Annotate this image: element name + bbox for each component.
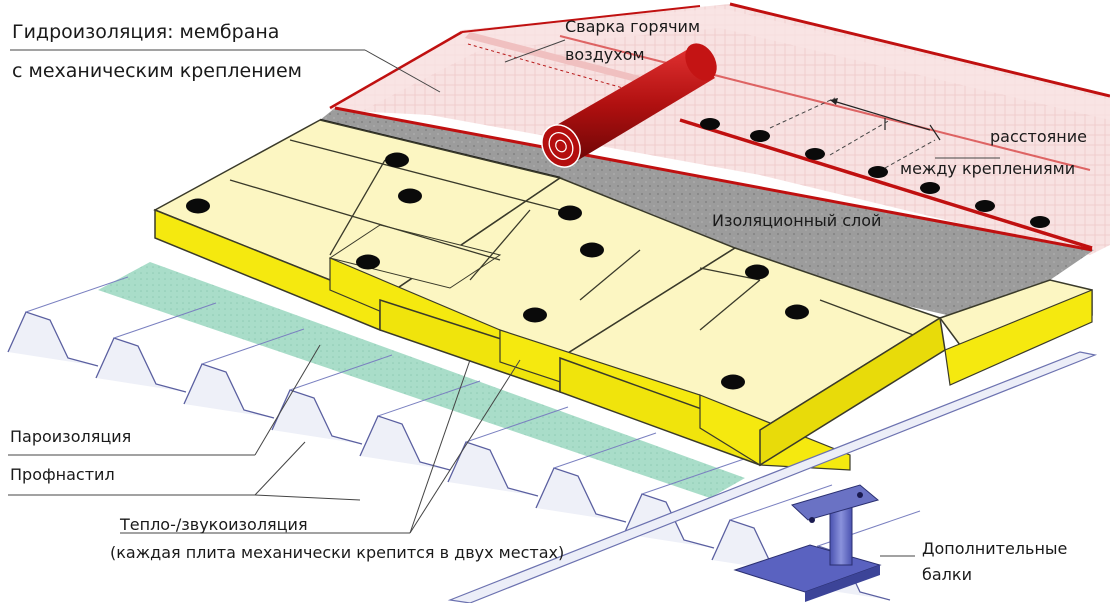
insulation-boards [153,119,1093,471]
steel-beam [447,351,1098,603]
weld-seam [465,32,640,91]
deck-rib-ridge [113,302,217,339]
deck-rib [359,415,451,471]
membrane-fastener [920,182,940,194]
distance-label-line2: между креплениями [900,159,1076,178]
board-fastener [558,205,582,221]
board-fastener [721,374,745,390]
board-fastener [186,198,210,214]
deck-rib-ridge [289,354,393,391]
beams-label-line1: Дополнительные [922,539,1068,558]
membrane-fastener-row [700,118,1050,228]
deck-rib-ridge [377,380,481,417]
membrane-fastener [975,200,995,212]
deck-rib [447,441,539,497]
board-fastener-set [186,152,809,390]
welding-label-line1: Сварка горячим [565,17,701,36]
membrane-roll [541,43,717,168]
membrane-fastener [700,118,720,130]
board-fastener [785,304,809,320]
vapor-barrier-label: Пароизоляция [10,427,132,446]
membrane-sheet [329,2,1110,255]
insulation-layer-label: Изоляционный слой [712,211,882,230]
beams-label-line2: балки [922,565,972,584]
membrane-fastener [1030,216,1050,228]
membrane-label-line1: Гидроизоляция: мембрана [12,21,280,43]
membrane-fastener [750,130,770,142]
deck-rib [95,337,187,393]
board-fastener [356,254,380,270]
board-fastener [398,188,422,204]
deck-rib [535,467,627,523]
board-fastener [580,242,604,258]
board-fastener [523,307,547,323]
board-fastener [745,264,769,280]
deck-rib [7,311,99,367]
thermal-label-line2: (каждая плита механически крепится в дву… [110,543,565,562]
thermal-label-line1: Тепло-/звукоизоляция [120,515,308,534]
membrane-fastener [868,166,888,178]
deck-rib-ridge [641,458,745,495]
vapor-barrier-layer [98,262,745,498]
deck-rib-ridge [553,432,657,469]
board-fastener [385,152,409,168]
welding-label-line2: воздухом [565,45,645,64]
deck-rib-ridge [201,328,305,365]
deck-rib-ridge [465,406,569,443]
membrane-label-line2: с механическим креплением [12,60,303,82]
deck-rib [183,363,275,419]
deck-rib [271,389,363,445]
distance-arrows [769,97,941,169]
membrane-fastener [805,148,825,160]
profiled-sheet-label: Профнастил [10,465,115,484]
deck-rib-ridge [25,276,129,313]
distance-label-line1: расстояние [990,127,1087,146]
deck-rib-ridge [729,484,833,521]
leader-lines [8,39,1000,557]
